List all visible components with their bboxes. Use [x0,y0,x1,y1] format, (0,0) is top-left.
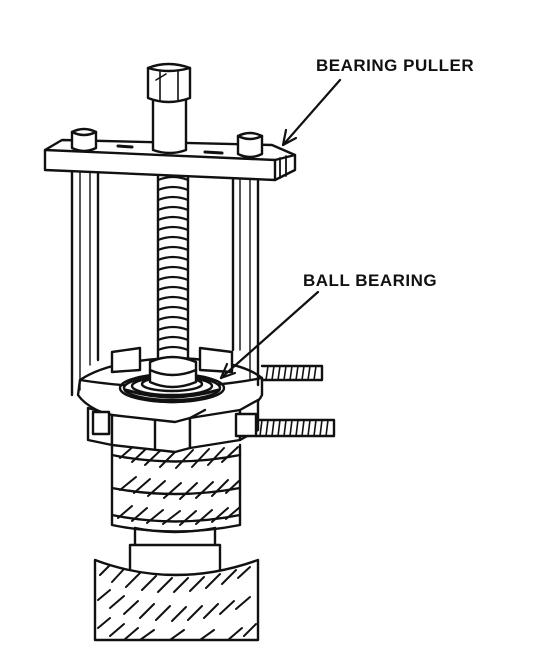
puller-leader-line [281,78,342,147]
forcing-screw [148,158,198,389]
puller-arrowhead [281,128,298,147]
puller-legs [70,163,260,397]
bearing-leader-line [219,290,320,380]
clamp-bolts [254,364,336,438]
leader-lines [219,78,342,380]
bearing-puller-label: BEARING PULLER [316,56,475,75]
screw-head [146,62,192,155]
ball-bearing-label: BALL BEARING [303,271,438,290]
puller-yoke [43,127,297,182]
transmission-shaft [93,443,260,642]
bearing-arrowhead [219,362,237,380]
